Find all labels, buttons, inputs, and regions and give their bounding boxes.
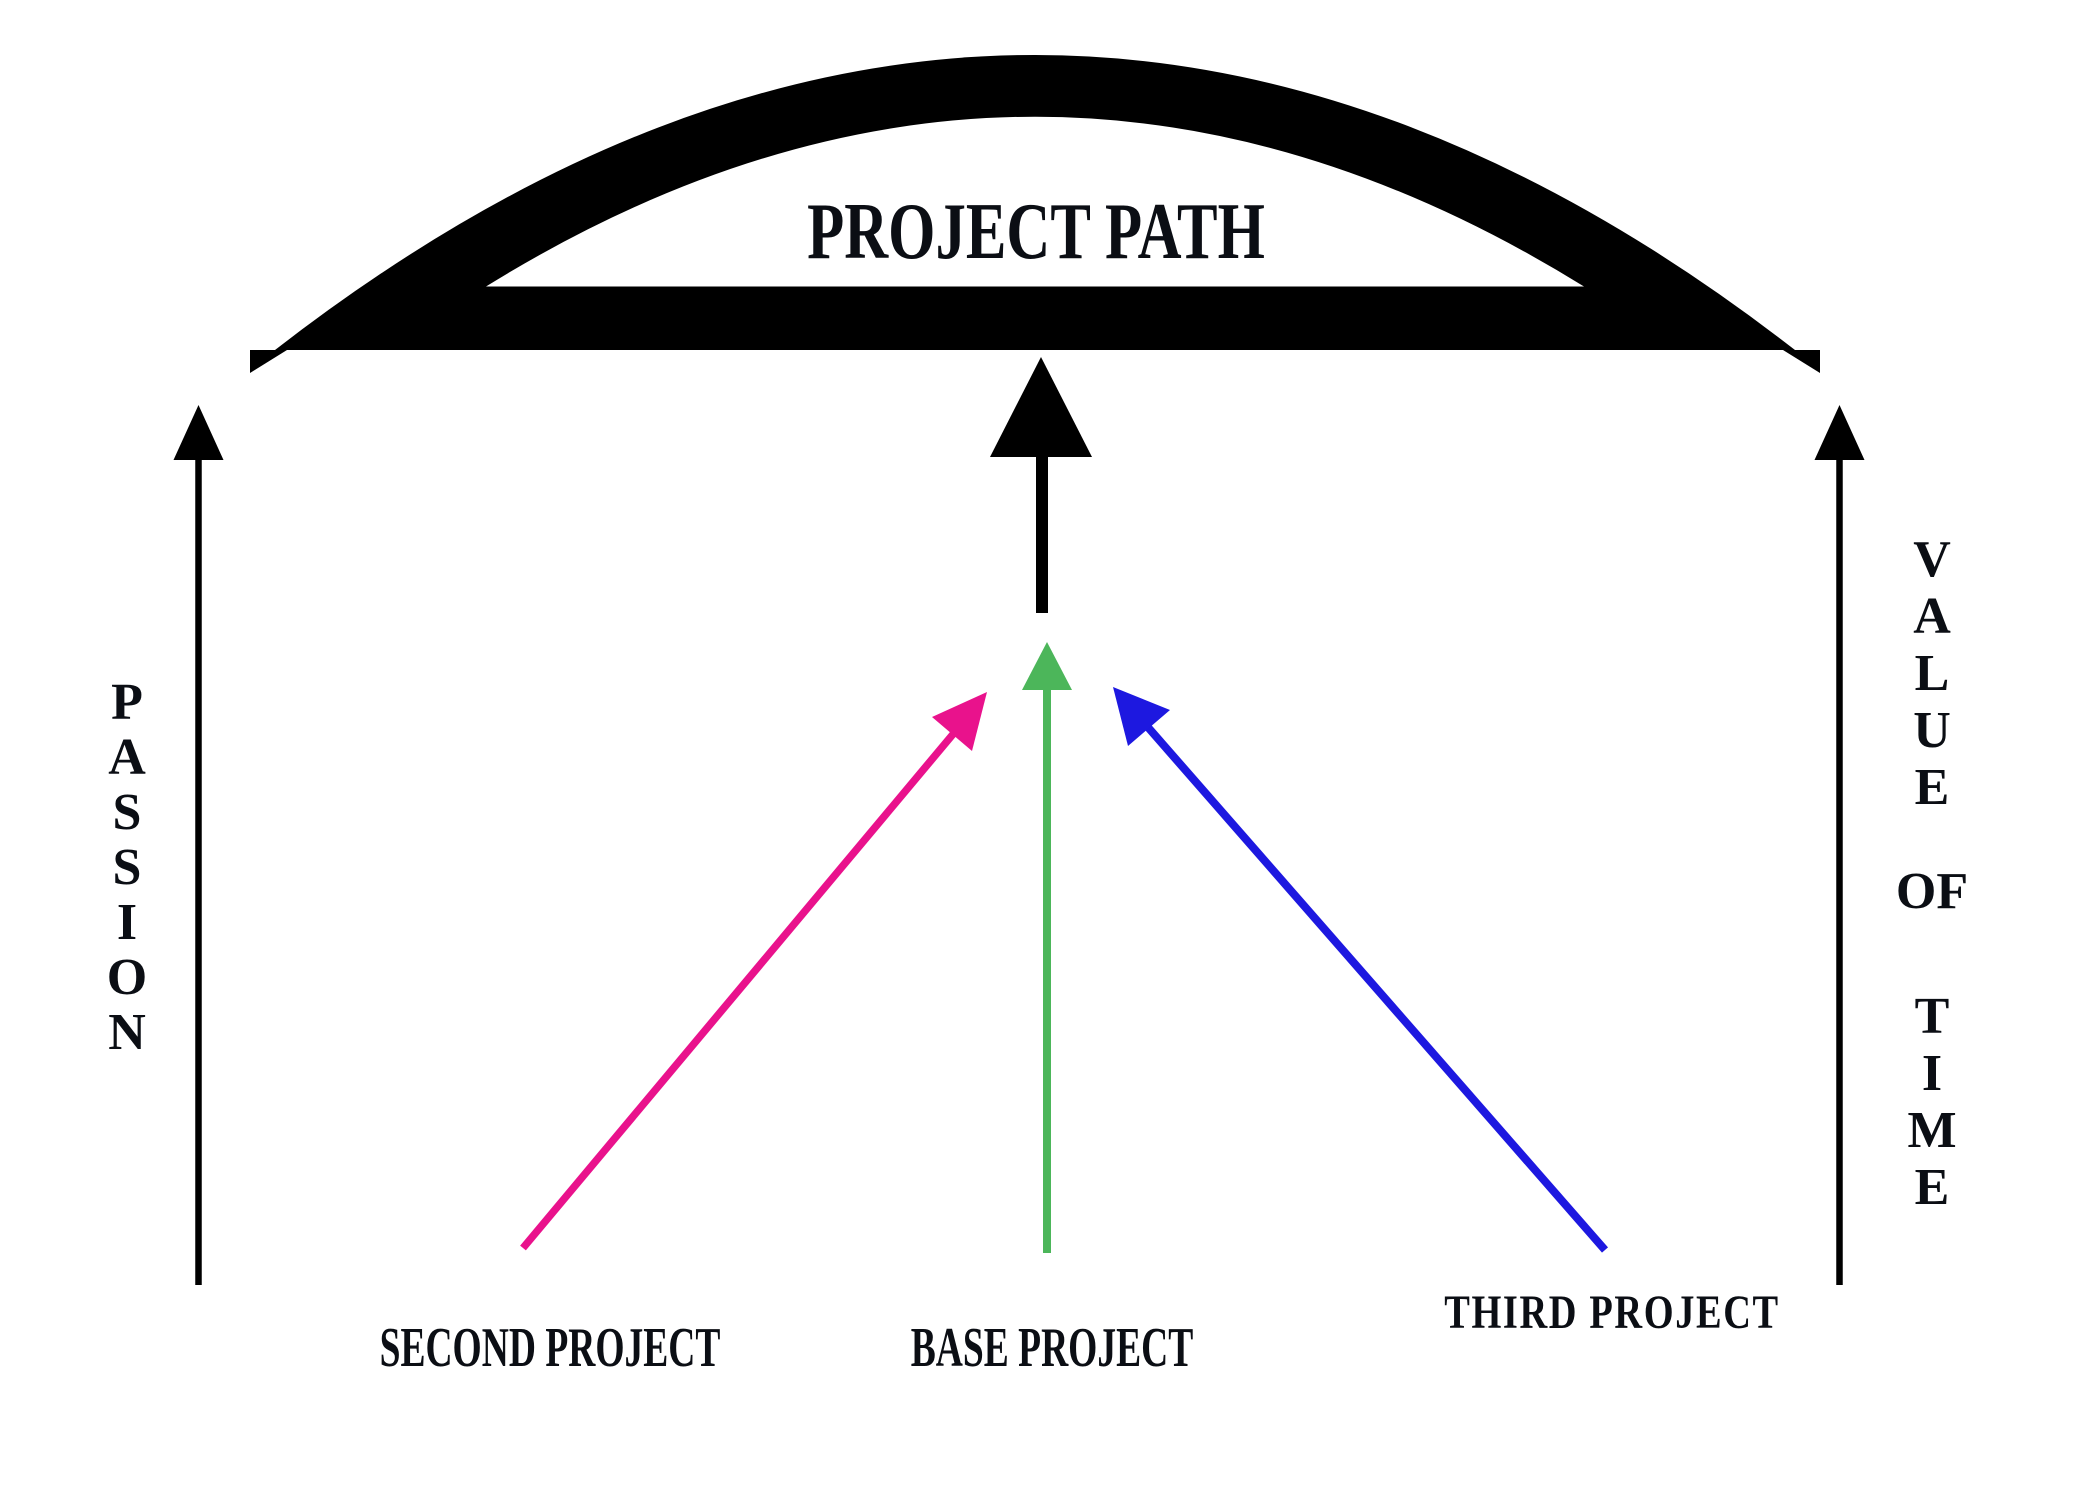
right-axis-letter: E [1914,1159,1950,1216]
baseline-right-tick [1783,350,1820,373]
arch-inner-window [486,116,1584,287]
main-up-arrow-shaft [1036,455,1048,613]
left-axis-letter: A [108,729,146,786]
page-title: PROJECT PATH [807,188,1265,276]
left-axis-letter: S [112,839,142,896]
right-axis-arrowhead [1814,405,1865,460]
base-project-arrowhead [1022,642,1072,690]
right-axis-letter: A [1913,588,1951,645]
left-axis-letter: N [108,1004,146,1061]
second-project-arrowhead [932,692,987,751]
third-project-arrow-line [1142,722,1609,1253]
left-axis-letter: O [106,949,148,1006]
right-axis-letter: I [1921,1045,1943,1102]
third-project-arrowhead [1113,687,1170,746]
right-axis-letter: E [1914,759,1950,816]
right-axis-letter: V [1913,531,1951,588]
left-axis-letter: S [112,784,142,841]
base-project-label: BASE PROJECT [910,1317,1194,1379]
left-axis-label: P A S S I O N [85,677,169,1062]
second-project-label: SECOND PROJECT [379,1317,721,1379]
main-up-arrow-head [990,357,1092,457]
right-axis-label: V A L U E OF T I M E [1890,534,1974,1219]
right-axis-letter: T [1914,988,1950,1045]
left-axis-letter: P [111,674,143,731]
second-project-arrow-line [520,730,957,1251]
left-axis-letter: I [116,894,138,951]
baseline-left-tick [250,350,287,373]
right-axis-letter: U [1913,702,1951,759]
right-axis-letter: M [1907,1102,1957,1159]
right-axis-word-of: OF [1895,863,1969,920]
right-axis-letter: L [1914,645,1950,702]
left-axis-arrowhead [173,405,224,460]
third-project-label: THIRD PROJECT [1444,1286,1780,1339]
